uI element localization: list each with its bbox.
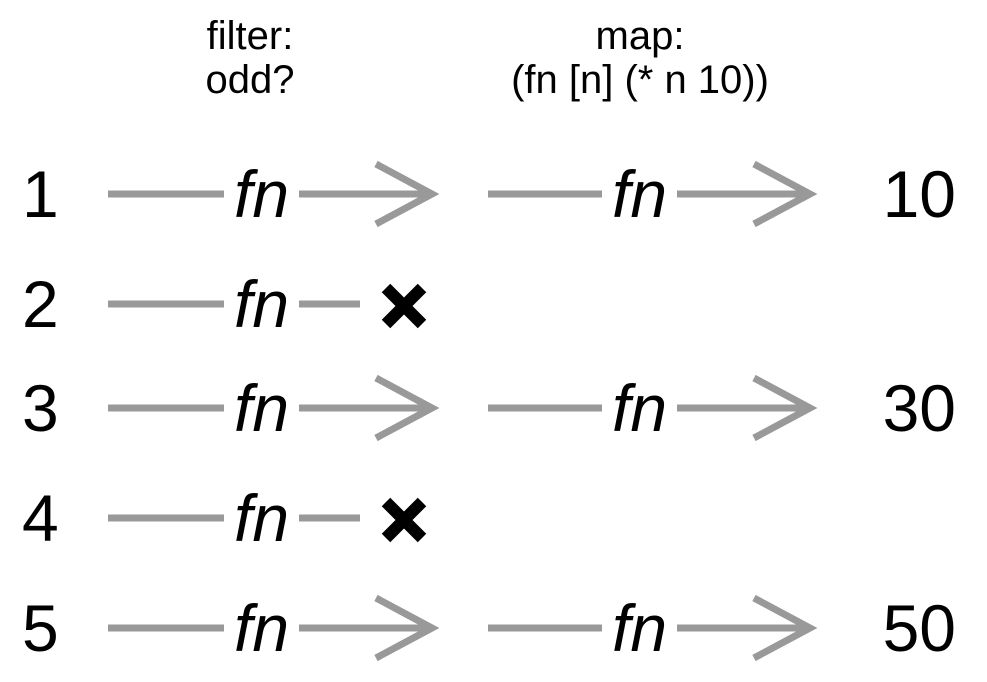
filter-arrow-head: [374, 374, 440, 442]
row-input-value: 2: [22, 267, 59, 341]
filter-arrow-head: [374, 160, 440, 228]
rejected-x-icon: [381, 497, 427, 543]
map-header-function: (fn [n] (* n 10)): [511, 58, 769, 102]
filter-header-predicate: odd?: [205, 58, 295, 102]
filter-fn-label: fn: [224, 375, 300, 441]
map-fn-label: fn: [602, 375, 678, 441]
rejected-x-icon: [381, 283, 427, 329]
map-header: map: (fn [n] (* n 10)): [440, 14, 840, 102]
map-arrow-head: [752, 160, 818, 228]
map-fn-label: fn: [602, 595, 678, 661]
row-input-value: 5: [22, 591, 59, 665]
filter-header-title: filter:: [206, 14, 294, 58]
filter-fn-label: fn: [224, 485, 300, 551]
row-input-value: 3: [22, 371, 59, 445]
row-output-value: 50: [882, 591, 956, 665]
filter-header: filter: odd?: [150, 14, 350, 102]
row-output-value: 30: [882, 371, 956, 445]
map-arrow-head: [752, 594, 818, 662]
row-input-value: 4: [22, 481, 59, 555]
row-output-value: 10: [882, 157, 956, 231]
filter-fn-label: fn: [224, 271, 300, 337]
filter-arrow-head: [374, 594, 440, 662]
filter-fn-label: fn: [224, 595, 300, 661]
row-input-value: 1: [22, 157, 59, 231]
map-fn-label: fn: [602, 161, 678, 227]
map-header-title: map:: [595, 14, 685, 58]
filter-fn-label: fn: [224, 161, 300, 227]
map-arrow-head: [752, 374, 818, 442]
